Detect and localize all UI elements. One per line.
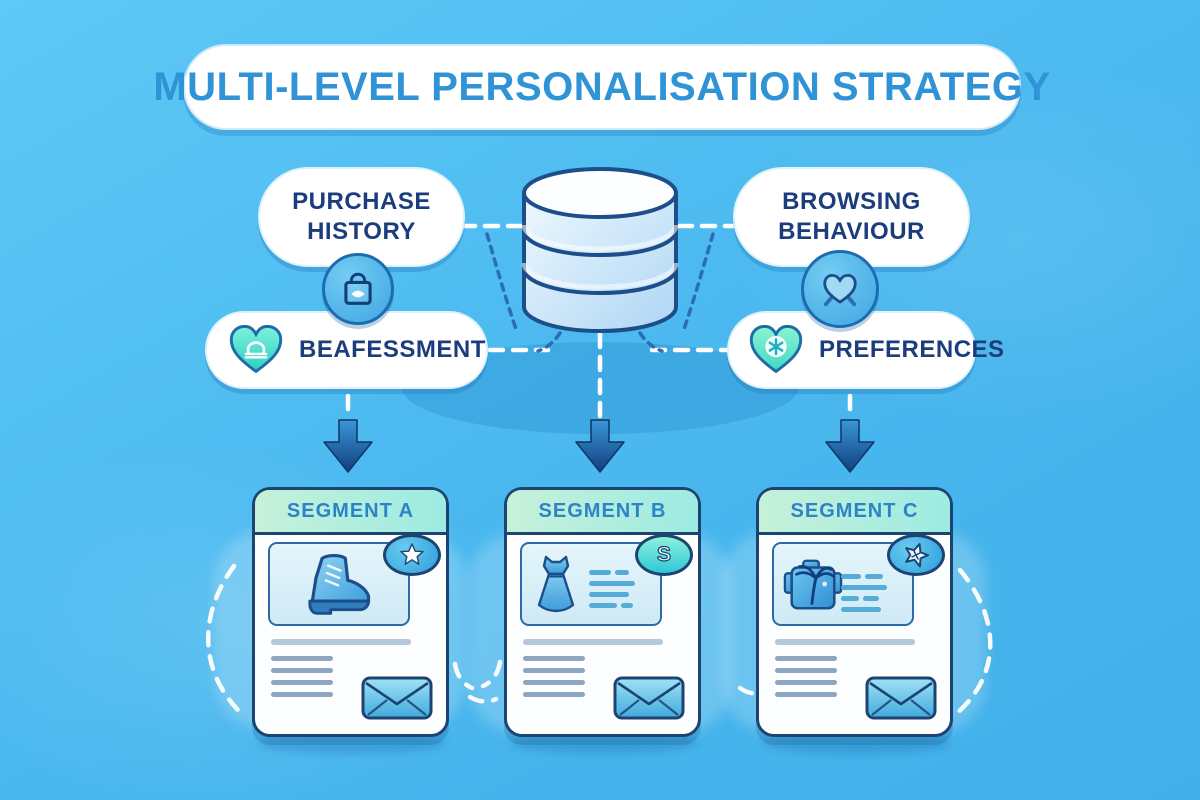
segment-a-header: SEGMENT A xyxy=(255,490,446,535)
star-badge xyxy=(383,534,441,576)
product-image-dress xyxy=(520,542,662,626)
down-arrow-icon xyxy=(323,419,875,473)
dress-icon xyxy=(537,555,575,613)
heart-bed-icon xyxy=(229,324,283,375)
pill-preferences-label: PREFERENCES xyxy=(819,336,1005,363)
tropical-shirt-palm-icon xyxy=(783,559,843,610)
text-line-wide xyxy=(775,639,915,645)
pill-browsing-behaviour: BROWSING BEHAVIOUR xyxy=(733,167,970,267)
product-text-lines xyxy=(841,574,905,612)
product-image-tropical xyxy=(772,542,914,626)
pill-beafessment-label: BEAFESSMENT xyxy=(299,336,486,363)
letter-s-badge: S xyxy=(635,534,693,576)
segment-b-title: SEGMENT B xyxy=(538,499,667,522)
starfish-icon xyxy=(905,543,930,568)
title-banner: MULTI-LEVEL PERSONALISATION STRATEGY xyxy=(153,44,1050,130)
card-shadow xyxy=(762,732,950,754)
text-line xyxy=(271,668,333,673)
starfish-badge xyxy=(887,534,945,576)
text-line-wide xyxy=(523,639,663,645)
envelope-icon xyxy=(360,676,434,720)
text-line xyxy=(523,656,585,661)
shopping-bag-icon xyxy=(322,253,394,325)
heart-x-glyph xyxy=(823,273,857,307)
segment-c-card: SEGMENT C xyxy=(756,487,953,737)
pill-browsing-line1: BROWSING xyxy=(782,188,921,215)
pill-purchase-line1: PURCHASE xyxy=(292,188,431,215)
text-line xyxy=(775,668,837,673)
text-line xyxy=(271,656,333,661)
heart-x-icon xyxy=(801,250,879,328)
card-shadow xyxy=(510,732,698,754)
envelope-icon xyxy=(864,676,938,720)
pill-browsing-line2: BEHAVIOUR xyxy=(778,218,925,245)
segment-a-title: SEGMENT A xyxy=(286,499,415,522)
pill-beafessment: BEAFESSMENT xyxy=(205,311,488,389)
dashed-curves xyxy=(485,232,715,353)
segment-a-card: SEGMENT A xyxy=(252,487,449,737)
envelope-icon xyxy=(612,676,686,720)
badge-s-text: S xyxy=(656,542,671,566)
text-line xyxy=(523,692,585,697)
database-icon xyxy=(521,167,679,333)
text-line xyxy=(775,692,837,697)
page-title: MULTI-LEVEL PERSONALISATION STRATEGY xyxy=(153,64,1051,109)
text-line-wide xyxy=(271,639,411,645)
pill-purchase-history: PURCHASE HISTORY xyxy=(258,167,465,267)
text-line xyxy=(271,692,333,697)
shopping-bag-glyph xyxy=(344,272,372,305)
text-line xyxy=(775,656,837,661)
text-line xyxy=(271,680,333,685)
text-line xyxy=(523,680,585,685)
segment-b-header: SEGMENT B xyxy=(507,490,698,535)
card-shadow xyxy=(258,732,446,754)
pill-purchase-line2: HISTORY xyxy=(307,218,416,245)
segment-b-card: SEGMENT B S xyxy=(504,487,701,737)
boot-shoe-icon xyxy=(308,553,371,615)
segment-c-header: SEGMENT C xyxy=(759,490,950,535)
heart-snowflake-icon xyxy=(749,324,803,375)
segment-c-title: SEGMENT C xyxy=(790,499,919,522)
product-text-lines xyxy=(589,570,653,608)
text-line xyxy=(523,668,585,673)
text-line xyxy=(775,680,837,685)
